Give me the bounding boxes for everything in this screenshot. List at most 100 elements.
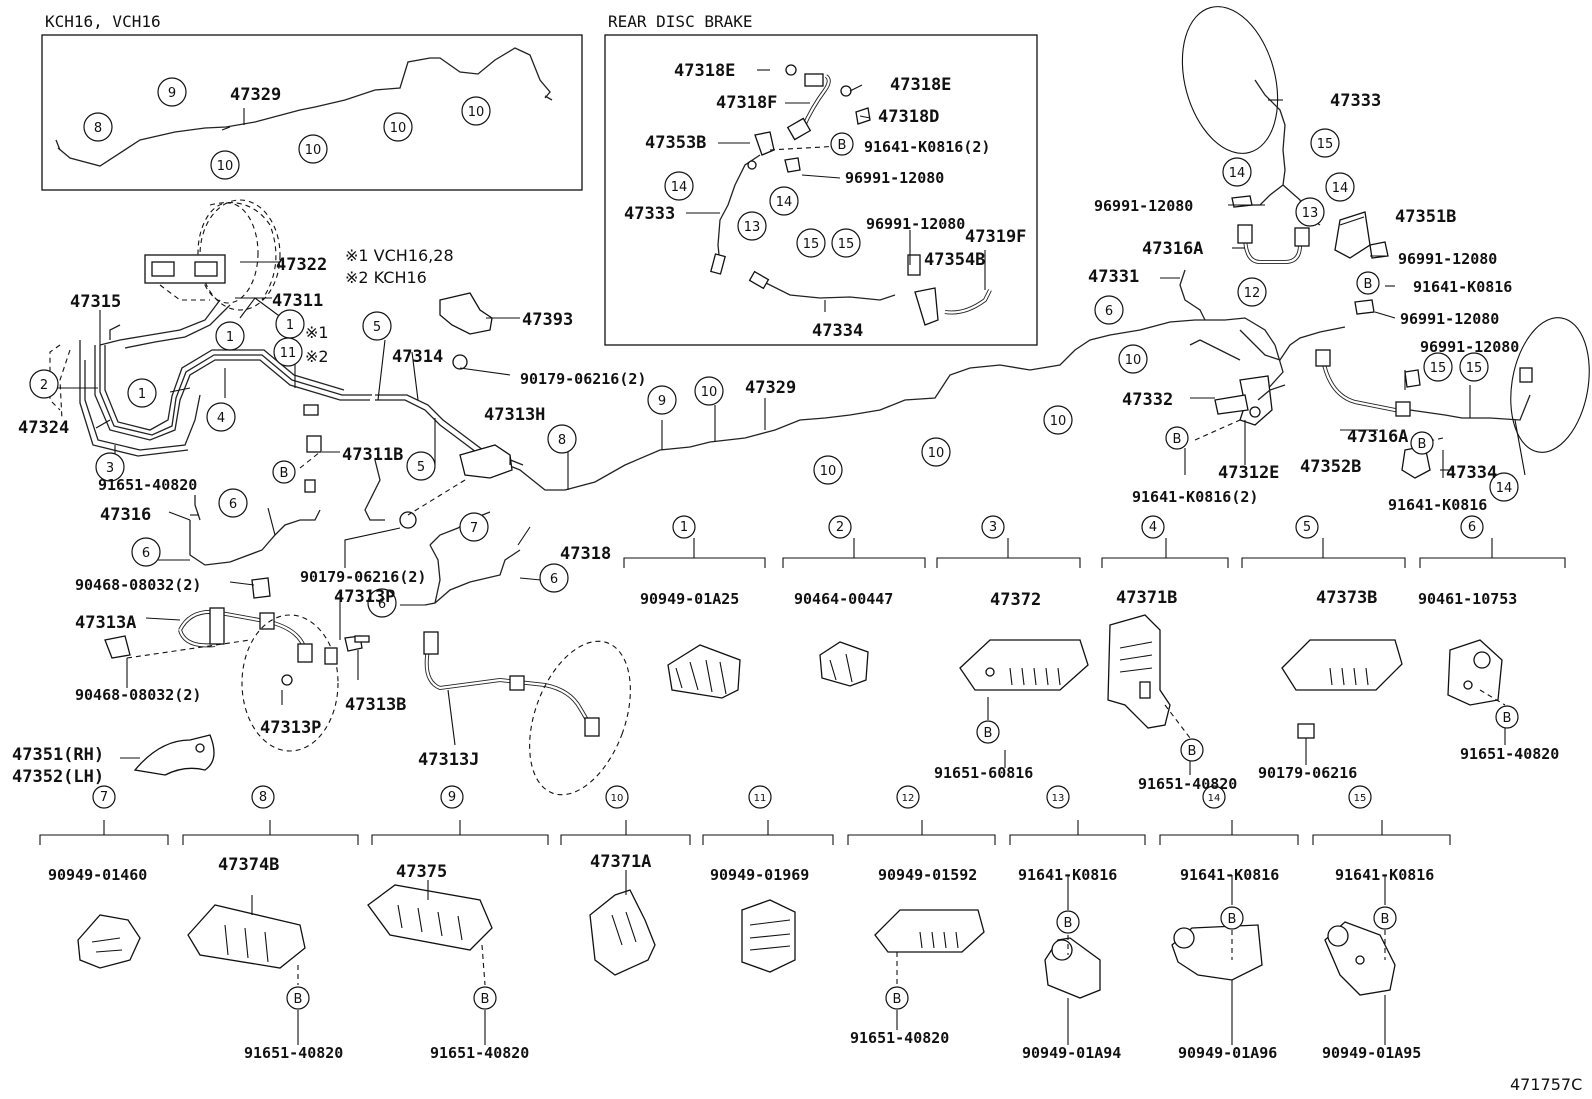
callout-circle: [1310, 128, 1340, 158]
detail-header-number: 10: [611, 793, 624, 804]
callout-number: 5: [417, 460, 425, 475]
label-47313p-2: 47313P: [260, 718, 321, 738]
detail-header-number: 3: [989, 520, 997, 535]
label-47319f: 47319F: [965, 227, 1026, 247]
callout-2: 2: [29, 369, 59, 399]
bolt-callout-b: B: [1373, 906, 1397, 930]
label-96991-12080-c: 96991-12080: [1400, 310, 1499, 328]
detail-header-number: 13: [1052, 793, 1065, 804]
label-90179-06216-2-b: 90179-06216(2): [300, 568, 426, 586]
label-47318e: 47318E: [674, 61, 735, 81]
bolt-callout-b: B: [1220, 906, 1244, 930]
label-47352-lh: 47352(LH): [12, 767, 104, 787]
detail-5-nut: 90179-06216: [1258, 764, 1357, 782]
inset-title-rear-disc: REAR DISC BRAKE: [608, 12, 753, 31]
bolt-callout-letter: B: [1381, 912, 1390, 927]
label-47318: 47318: [560, 544, 611, 564]
detail-header-circle: [1202, 785, 1226, 809]
callout-number: 10: [305, 143, 322, 158]
detail-header-number: 2: [836, 520, 844, 535]
callout-number: 6: [142, 546, 150, 561]
label-47313j: 47313J: [418, 750, 479, 770]
bolt-callout-letter: B: [1173, 432, 1182, 447]
callout-number: 14: [1496, 481, 1513, 496]
callout-number: 10: [701, 385, 718, 400]
callout-10: 10: [210, 150, 240, 180]
callout-11: 11: [273, 337, 303, 367]
detail-header-4: 4: [1141, 515, 1165, 539]
callout-number: 6: [378, 597, 386, 612]
bolt-callout-circle: [272, 460, 296, 484]
callout-circle: [367, 588, 397, 618]
callout-circle: [1459, 352, 1489, 382]
front-right-hose-area: [364, 459, 631, 796]
callout-circle: [210, 150, 240, 180]
detail-14-part: 90949-01A96: [1178, 1044, 1277, 1062]
detail-header-number: 4: [1149, 520, 1157, 535]
callout-circle: [95, 452, 125, 482]
rear-brake-area: [1179, 6, 1590, 479]
bolt-callout-b: B: [885, 986, 909, 1010]
callout-8: 8: [83, 112, 113, 142]
callout-9: 9: [647, 385, 677, 415]
callout-number: 6: [550, 572, 558, 587]
bolt-callout-b: B: [1410, 431, 1434, 455]
detail-row-1-brackets: [623, 538, 1566, 568]
callout-circle: [157, 77, 187, 107]
label-47333-rear: 47333: [624, 204, 675, 224]
detail-header-number: 7: [100, 790, 108, 805]
detail-7-part: 90949-01460: [48, 866, 147, 884]
callout-number: 1: [138, 387, 146, 402]
callout-6: 6: [131, 537, 161, 567]
callout-number: 9: [658, 394, 666, 409]
callout-number: 12: [1244, 286, 1261, 301]
bolt-callout-b: B: [830, 132, 854, 156]
bolt-callout-circle: [1165, 426, 1189, 450]
detail-13-part: 90949-01A94: [1022, 1044, 1121, 1062]
callout-circle: [694, 376, 724, 406]
detail-2-part: 90464-00447: [794, 590, 893, 608]
detail-header-circle: [1348, 785, 1372, 809]
callout-circle: [921, 437, 951, 467]
detail-header-circle: [981, 515, 1005, 539]
inset-box-kch16: [41, 34, 583, 191]
detail-9-part: 47375: [396, 862, 447, 882]
detail-row-2-brackets: [39, 820, 1451, 845]
label-91651-40820-a: 91651-40820: [98, 476, 197, 494]
callout-1: 1: [215, 321, 245, 351]
callout-number: 1: [226, 330, 234, 345]
label-47332: 47332: [1122, 390, 1173, 410]
label-47393: 47393: [522, 310, 573, 330]
detail-14-clamp: 91641-K0816: [1180, 866, 1279, 884]
label-47314: 47314: [392, 347, 443, 367]
label-47313h: 47313H: [484, 405, 545, 425]
bolt-callout-b: B: [1495, 705, 1519, 729]
mark-note-1: ※1: [305, 323, 329, 342]
callout-circle: [29, 369, 59, 399]
detail-4-bolt: 91651-40820: [1138, 775, 1237, 793]
detail-1-part: 90949-01A25: [640, 590, 739, 608]
bolt-callout-letter: B: [893, 992, 902, 1007]
bolt-callout-b: B: [286, 986, 310, 1010]
bolt-callout-letter: B: [481, 992, 490, 1007]
label-47351-rh: 47351(RH): [12, 745, 104, 765]
label-91641-k0816-2: 91641-K0816(2): [1132, 488, 1258, 506]
callout-number: 15: [838, 237, 855, 252]
note-kch16: ※2 KCH16: [345, 268, 427, 287]
callout-10: 10: [921, 437, 951, 467]
bolt-callout-circle: [286, 986, 310, 1010]
callout-number: 15: [1466, 361, 1483, 376]
detail-12-bolt: 91651-40820: [850, 1029, 949, 1047]
callout-10: 10: [461, 96, 491, 126]
label-47329: 47329: [745, 378, 796, 398]
callout-1: 1: [127, 378, 157, 408]
bolt-callout-b: B: [976, 720, 1000, 744]
label-47316a-2: 47316A: [1347, 427, 1408, 447]
callout-10: 10: [298, 134, 328, 164]
callout-number: 3: [106, 461, 114, 476]
detail-header-number: 14: [1208, 793, 1221, 804]
callout-number: 6: [1105, 304, 1113, 319]
bolt-callout-letter: B: [838, 138, 847, 153]
label-47318e-2: 47318E: [890, 75, 951, 95]
